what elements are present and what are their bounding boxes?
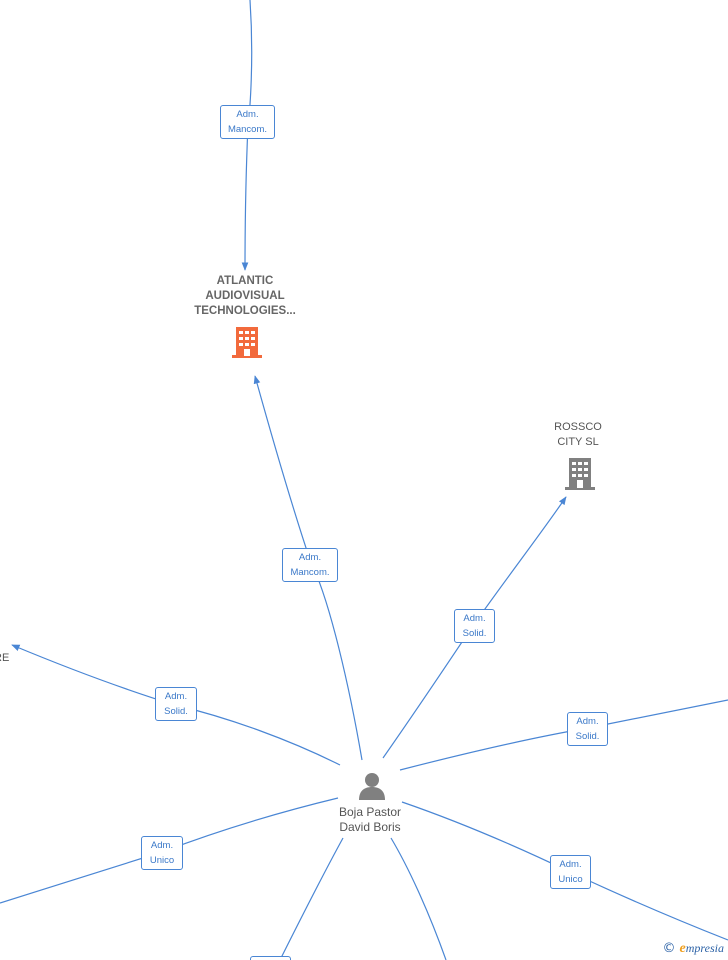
edge-label-left[interactable]: Adm. Solid.: [155, 687, 197, 721]
edge-line-bottom: [390, 837, 447, 960]
edge-line-bottom-left: [279, 837, 344, 960]
edge-label-top[interactable]: Adm. Mancom.: [220, 105, 275, 139]
node-label-person[interactable]: Boja Pastor David Boris: [338, 805, 402, 834]
rossco-building-icon[interactable]: [565, 458, 595, 490]
edge-label-right[interactable]: Adm. Solid.: [567, 712, 608, 746]
watermark-initial: e: [679, 941, 686, 956]
node-label-atlantic[interactable]: ATLANTIC AUDIOVISUAL TECHNOLOGIES...: [194, 275, 296, 317]
copyright-symbol: ©: [662, 941, 676, 956]
edge-label-rossco[interactable]: Adm. Solid.: [454, 609, 495, 643]
edge-label-lower-right[interactable]: Adm. Unico: [550, 855, 591, 889]
node-label-left-partial[interactable]: RE: [0, 652, 10, 664]
edge-label-lower-left[interactable]: Adm. Unico: [141, 836, 183, 870]
edge-line-right: [399, 699, 728, 771]
empresia-watermark: ©empresia: [663, 941, 724, 957]
atlantic-building-icon[interactable]: [232, 327, 262, 358]
edge-label-bottom-partial[interactable]: [250, 956, 291, 960]
edge-label-atlantic[interactable]: Adm. Mancom.: [282, 548, 338, 582]
watermark-text: mpresia: [685, 941, 724, 955]
node-label-rossco[interactable]: ROSSCO CITY SL: [554, 421, 602, 448]
person-icon[interactable]: [359, 773, 385, 800]
